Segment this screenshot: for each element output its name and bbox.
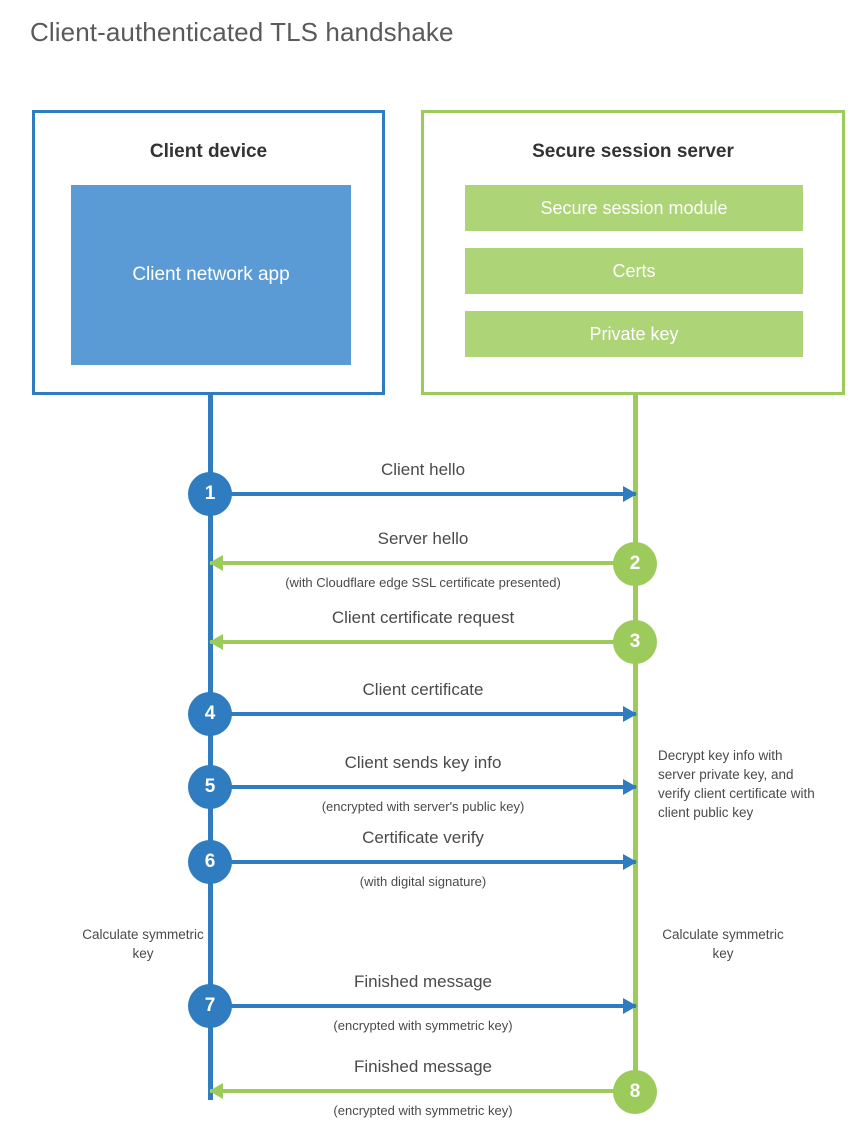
message-sublabel-8: (encrypted with symmetric key) [333,1103,513,1118]
step-circle-6[interactable]: 6 [188,840,232,884]
arrow-head-right-icon-4 [623,706,637,722]
message-line-7 [210,1004,636,1008]
arrow-head-right-icon-1 [623,486,637,502]
message-line-5 [210,785,636,789]
arrow-head-right-icon-7 [623,998,637,1014]
secure-session-server-title: Secure session server [532,141,734,162]
message-label-8: Finished message [354,1057,492,1076]
arrow-head-right-icon-6 [623,854,637,870]
message-label-2: Server hello [377,529,469,548]
arrow-head-left-icon-3 [209,634,223,650]
message-sublabel-7: (encrypted with symmetric key) [333,1018,513,1033]
step-circle-3[interactable]: 3 [613,620,657,664]
message-line-2 [210,561,636,565]
server-module-certs: Certs [465,248,803,294]
step-circle-1[interactable]: 1 [188,472,232,516]
step-circle-2[interactable]: 2 [613,542,657,586]
server-module-private-key: Private key [465,311,803,357]
annotation-client-calculate-symmetric-key: Calculate symmetric key [82,927,204,962]
message-label-5: Client sends key info [344,753,502,772]
message-label-4: Client certificate [362,680,484,699]
message-label-1: Client hello [380,460,466,479]
arrow-head-right-icon-5 [623,779,637,795]
arrow-head-left-icon-8 [209,1083,223,1099]
step-circle-8[interactable]: 8 [613,1070,657,1114]
message-sublabel-5: (encrypted with server's public key) [321,799,525,814]
message-label-6: Certificate verify [362,828,484,847]
message-label-7: Finished message [354,972,492,991]
message-line-1 [210,492,636,496]
page-title: Client-authenticated TLS handshake [30,17,454,47]
arrow-head-left-icon-2 [209,555,223,571]
annotation-server-calculate-symmetric-key: Calculate symmetric key [662,927,784,962]
client-network-app-box: Client network app [71,185,351,365]
message-line-8 [210,1089,636,1093]
message-label-3: Client certificate request [331,608,515,627]
client-lifeline [208,394,213,1100]
annotation-server-decrypt: Decrypt key info with server private key… [658,748,815,821]
client-device-title: Client device [149,141,268,162]
step-circle-5[interactable]: 5 [188,765,232,809]
step-circle-7[interactable]: 7 [188,984,232,1028]
message-sublabel-2: (with Cloudflare edge SSL certificate pr… [285,575,561,590]
server-lifeline [633,394,638,1092]
step-circle-4[interactable]: 4 [188,692,232,736]
message-line-4 [210,712,636,716]
client-device-box: Client device Client network app [32,110,385,395]
message-sublabel-6: (with digital signature) [359,874,487,889]
message-line-6 [210,860,636,864]
secure-session-server-box: Secure session server Secure session mod… [421,110,845,395]
message-line-3 [210,640,636,644]
server-module-secure-session-module: Secure session module [465,185,803,231]
